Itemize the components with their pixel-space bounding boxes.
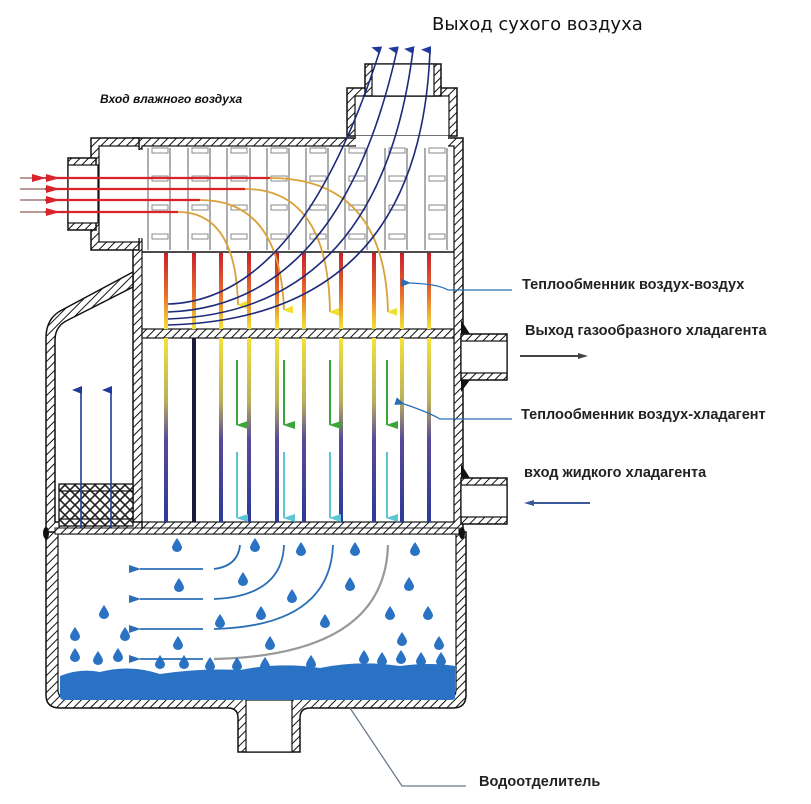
return-duct	[45, 270, 143, 541]
dry-air-outlet-label: Выход сухого воздуха	[432, 14, 643, 35]
leader-lines	[394, 278, 512, 420]
separator-flow-lines	[129, 544, 390, 663]
cooling-arrows	[236, 360, 398, 522]
cold-tubes	[164, 338, 431, 522]
dry-air-outlet-nozzle	[346, 63, 458, 137]
collected-water	[60, 663, 455, 700]
water-separator-label: Водоотделитель	[479, 774, 601, 790]
air-air-exchanger-label: Теплообменник воздух-воздух	[522, 277, 745, 293]
dry-air-curves	[167, 46, 432, 326]
wet-air-inlet-label: Вход влажного воздуха	[100, 92, 243, 106]
housing-upper	[132, 136, 464, 531]
wet-air-inflow-arrows	[20, 174, 270, 216]
air-refrigerant-exchanger-label: Теплообменник воздух-хладагент	[521, 407, 766, 423]
liquid-refrigerant-inlet-label: вход жидкого хладагента	[524, 465, 707, 481]
gas-refrigerant-outlet-nozzle	[460, 320, 508, 392]
liquid-refrigerant-inlet-nozzle	[460, 464, 508, 525]
separator-leader-line	[349, 707, 466, 787]
warm-air-curves	[177, 177, 398, 316]
refrigerant-flow-arrows	[520, 353, 590, 506]
gas-refrigerant-outlet-label: Выход газообразного хладагента	[525, 323, 767, 339]
wet-air-inlet-nozzle	[67, 137, 146, 251]
